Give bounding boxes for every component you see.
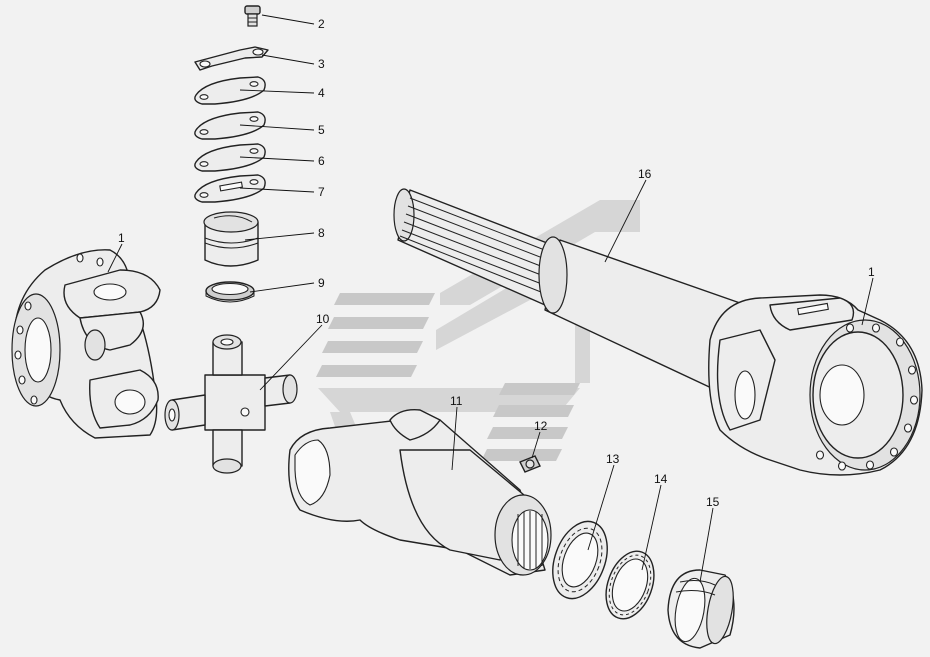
splined-shaft xyxy=(393,188,761,393)
flange-yoke-right xyxy=(708,294,923,476)
callout-8: 8 xyxy=(318,226,325,240)
callout-14: 14 xyxy=(654,472,668,486)
lock-plate xyxy=(194,46,269,71)
callout-13: 13 xyxy=(606,452,620,466)
callout-labels: 2 3 4 5 6 7 8 9 1 10 11 12 13 14 15 16 1 xyxy=(118,17,875,509)
slip-yoke xyxy=(288,409,552,576)
flange-bolt-holes-right xyxy=(815,323,919,471)
callout-11: 11 xyxy=(450,394,463,408)
callout-3: 3 xyxy=(318,57,325,71)
callout-9: 9 xyxy=(318,276,325,290)
callout-16: 16 xyxy=(638,167,652,181)
seal-ring xyxy=(205,281,255,303)
callout-15: 15 xyxy=(706,495,720,509)
cover-plate-6 xyxy=(194,143,266,172)
universal-joint-cross xyxy=(164,334,298,474)
threaded-cap xyxy=(667,569,735,649)
callout-2: 2 xyxy=(318,17,325,31)
callout-1-right: 1 xyxy=(868,265,875,279)
callout-6: 6 xyxy=(318,154,325,168)
callout-5: 5 xyxy=(318,123,325,137)
bolt xyxy=(244,5,261,27)
retaining-ring xyxy=(605,550,655,620)
callout-12: 12 xyxy=(534,419,548,433)
bearing-cup xyxy=(203,211,259,267)
callout-7: 7 xyxy=(318,185,325,199)
cover-plate-5 xyxy=(194,111,266,140)
callout-10: 10 xyxy=(316,312,330,326)
grease-fitting xyxy=(519,455,541,473)
slotted-plate xyxy=(194,174,266,203)
leader-lines xyxy=(107,14,874,583)
callout-1-left: 1 xyxy=(118,231,125,245)
flange-yoke-left xyxy=(11,249,161,439)
cover-plate-4 xyxy=(194,76,266,105)
callout-4: 4 xyxy=(318,86,325,100)
flange-bolt-holes xyxy=(14,253,104,405)
internal-spline-teeth xyxy=(517,511,543,569)
shaft-splines xyxy=(399,197,556,295)
